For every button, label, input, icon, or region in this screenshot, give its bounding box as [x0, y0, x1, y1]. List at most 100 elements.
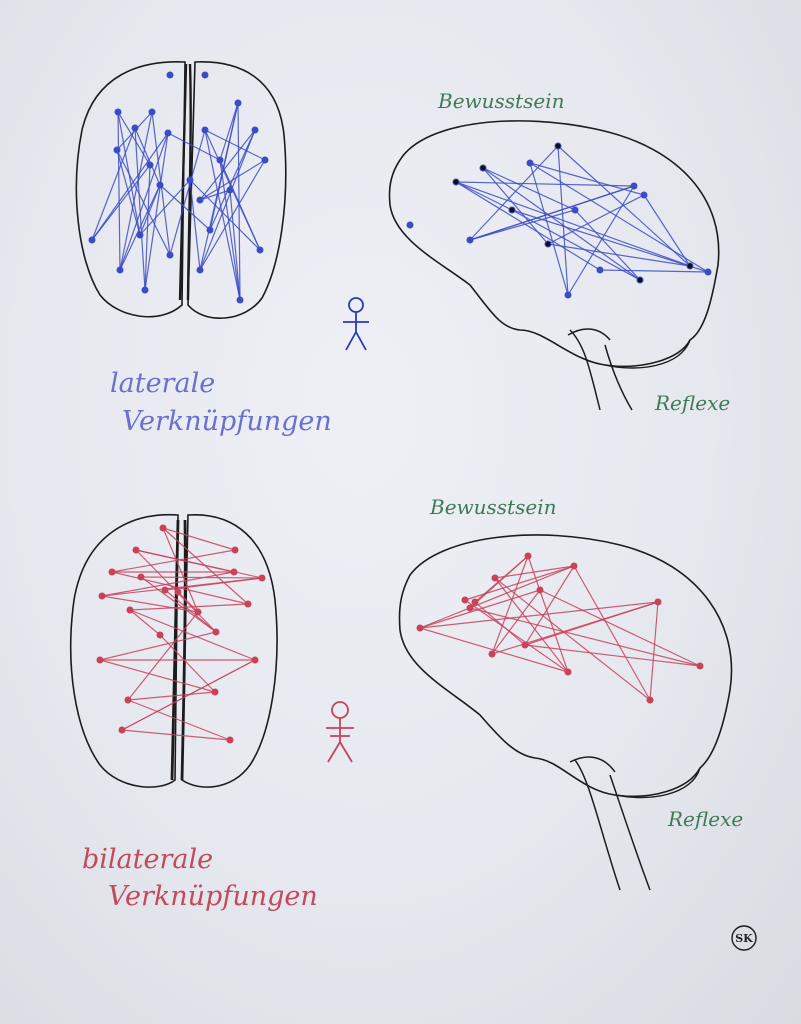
top-sideview-connection	[482, 167, 641, 281]
top-sideview-connection	[567, 185, 635, 296]
top-topview-node	[136, 231, 144, 239]
top-caption-line1: laterale	[110, 368, 215, 399]
top-topview-connection	[117, 111, 151, 166]
top-sideview-node	[571, 206, 579, 214]
bottom-topview-node	[258, 574, 266, 582]
top-sideview-connection	[557, 145, 569, 296]
bottom-topview-node	[126, 606, 134, 614]
top-topview-node	[201, 71, 209, 79]
bottom-topview-node	[124, 696, 132, 704]
top-topview-node	[206, 226, 214, 234]
bottom-topview-node	[118, 726, 126, 734]
bottom-topview-connection	[129, 603, 249, 611]
bottom-topview-node	[230, 568, 238, 576]
bottom-topview-node	[174, 588, 182, 596]
top-sideview-node	[544, 240, 552, 248]
bottom-caption-line1: bilaterale	[82, 844, 213, 875]
top-topview-node	[166, 71, 174, 79]
bottom-sideview-connection	[573, 565, 651, 701]
bottom-topview-node	[132, 546, 140, 554]
bottom-sideview-connection	[494, 565, 575, 579]
top-sideview-connection	[529, 162, 709, 273]
top-topview-connection	[91, 127, 136, 241]
top-topview-connection	[209, 102, 239, 231]
bottom-brainstem-outline	[569, 756, 651, 891]
bottom-sideview-connection	[419, 565, 575, 629]
top-sideview-connection	[529, 162, 569, 296]
top-sideview-node	[554, 142, 562, 150]
bottom-sideview-node	[466, 604, 474, 612]
bottom-topview-node	[226, 736, 234, 744]
top-cortex-label: Bewusstsein	[437, 89, 564, 113]
bottom-topview-node	[161, 586, 169, 594]
bottom-topview-connection	[162, 527, 249, 605]
top-sideview-connection	[529, 162, 645, 196]
top-topview-node	[131, 124, 139, 132]
top-topview-node	[261, 156, 269, 164]
bottom-topview-node	[251, 656, 259, 664]
bottom-topview-connection	[162, 527, 199, 613]
top-topview-node	[234, 99, 242, 107]
bottom-sideview-connection	[464, 599, 569, 673]
bottom-topview-connection	[121, 729, 231, 741]
bottom-topview-node	[211, 688, 219, 696]
bottom-topview-connection	[101, 595, 199, 613]
top-sideview-connection	[643, 194, 691, 267]
bottom-sideview-node	[471, 598, 479, 606]
bottom-sideview-connection	[464, 565, 575, 601]
bottom-sideview-node	[654, 598, 662, 606]
bottom-topview-connection	[162, 527, 236, 551]
top-sideview-node	[466, 236, 474, 244]
bottom-sideview-connection	[419, 601, 659, 629]
bottom-sideview-node	[564, 668, 572, 676]
top-cortex-network	[406, 142, 712, 299]
bottom-sideview-connection	[491, 589, 541, 655]
bottom-left-hemisphere-outline	[69, 513, 179, 788]
bottom-cortex-outline	[398, 534, 733, 798]
top-sideview-node	[406, 221, 414, 229]
bottom-topview-node	[108, 568, 116, 576]
bottom-topview-node	[159, 524, 167, 532]
bottom-sideview-node	[646, 696, 654, 704]
top-topview-node	[146, 161, 154, 169]
bottom-sideview-node	[536, 586, 544, 594]
top-topview-connection	[119, 132, 169, 271]
top-topview-node	[141, 286, 149, 294]
top-left-hemisphere-outline	[75, 61, 186, 318]
top-sideview-connection	[469, 209, 576, 241]
bottom-panel: Bewusstsein Reflexe bilaterale Verknüpfu…	[69, 495, 743, 912]
top-topview-connection	[199, 129, 256, 271]
top-topview-node	[114, 108, 122, 116]
bottom-topview-connection	[164, 589, 217, 633]
bottom-sideview-connection	[469, 607, 701, 667]
top-topview-node	[196, 266, 204, 274]
top-sideview-connection	[511, 209, 641, 281]
top-sideview-node	[686, 262, 694, 270]
top-sideview-connection	[547, 243, 691, 267]
bottom-midline-fissure	[170, 519, 187, 781]
top-caption-line2: Verknüpfungen	[122, 406, 332, 437]
bottom-sideview-node	[461, 596, 469, 604]
top-brainstem-outline	[567, 328, 633, 411]
top-topview-node	[186, 176, 194, 184]
top-topview-connection	[209, 129, 256, 231]
top-topview-connection	[139, 179, 191, 236]
bottom-topview-connection	[99, 631, 217, 661]
bottom-sideview-node	[488, 650, 496, 658]
top-brain-sideview	[388, 120, 720, 411]
bottom-sideview-connection	[491, 555, 529, 655]
bottom-topview-node	[137, 573, 145, 581]
top-sideview-connection	[455, 181, 635, 187]
top-topview-connection	[219, 159, 261, 251]
bottom-topview-node	[96, 656, 104, 664]
top-sideview-node	[508, 206, 516, 214]
bottom-sideview-node	[696, 662, 704, 670]
top-topview-node	[236, 296, 244, 304]
top-right-hemisphere-outline	[187, 61, 287, 319]
top-sideview-connection	[574, 209, 641, 281]
top-sideview-node	[640, 191, 648, 199]
top-topview-node	[256, 246, 264, 254]
bottom-sideview-connection	[524, 565, 575, 646]
bottom-cortex-network	[416, 552, 704, 704]
top-topview-connection	[134, 127, 146, 291]
